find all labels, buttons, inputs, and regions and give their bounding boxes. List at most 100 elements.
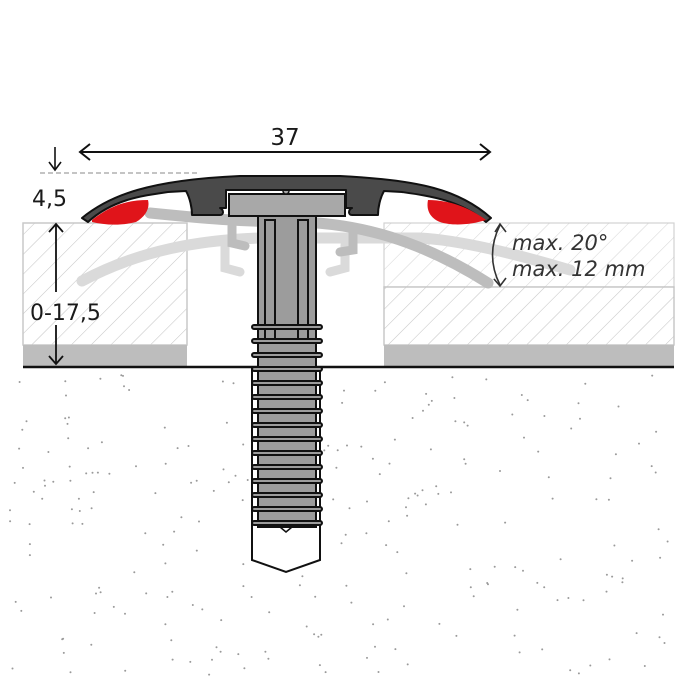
subfloor-dot [345, 584, 348, 587]
anchor-rib [251, 338, 323, 344]
subfloor-dot [327, 444, 330, 447]
subfloor-dot [456, 523, 459, 526]
subfloor-dot [332, 498, 335, 501]
subfloor-dot [90, 643, 93, 646]
subfloor-dot [344, 533, 347, 536]
subfloor-dot [301, 575, 304, 578]
subfloor-dot [386, 618, 389, 621]
subfloor-dot [225, 421, 228, 424]
subfloor-dot [171, 658, 174, 661]
subfloor-dot [52, 480, 55, 483]
subfloor-dot [195, 549, 198, 552]
subfloor-dot [469, 586, 472, 589]
subfloor-dot [208, 673, 211, 676]
subfloor-dot [393, 438, 396, 441]
subfloor-dot [650, 465, 653, 468]
subfloor-dot [556, 599, 559, 602]
subfloor-dot [631, 559, 634, 562]
subfloor-dot [123, 385, 125, 388]
subfloor-dot [394, 648, 397, 651]
subfloor-dot [242, 443, 245, 446]
subfloor-dot [246, 479, 249, 481]
subfloor-dot [659, 556, 662, 559]
subfloor-dot [374, 645, 376, 648]
subfloor-dot [237, 653, 240, 656]
subfloor-dot [99, 377, 102, 380]
subfloor-dot [523, 436, 525, 439]
subfloor-dot [191, 604, 194, 606]
subfloor-dot [514, 566, 517, 569]
subfloor-dot [595, 498, 598, 501]
subfloor-dot [621, 577, 624, 580]
subfloor-dot [90, 507, 93, 510]
subfloor-dot [377, 671, 380, 673]
subfloor-dot [67, 416, 70, 419]
subfloor-dot [70, 508, 73, 511]
subfloor-dot [112, 605, 115, 608]
left-underlay [23, 345, 187, 366]
subfloor-dot [124, 669, 127, 672]
subfloor-dot [472, 595, 475, 598]
subfloor-texture [9, 374, 669, 676]
subfloor-dot [613, 544, 616, 547]
subfloor-dot [371, 457, 374, 460]
subfloor-dot [499, 470, 501, 472]
subfloor-dot [268, 611, 271, 614]
subfloor-dot [145, 592, 148, 595]
subfloor-dot [485, 378, 488, 381]
subfloor-dot [9, 520, 12, 523]
subfloor-dot [96, 471, 99, 474]
subfloor-dot [511, 413, 514, 416]
subfloor-dot [551, 497, 554, 500]
subfloor-dot [437, 492, 440, 495]
subfloor-dot [520, 394, 523, 396]
subfloor-dot [617, 405, 620, 408]
subfloor-dot [414, 492, 417, 495]
subfloor-dot [463, 458, 466, 461]
subfloor-dot [154, 492, 157, 495]
subfloor-dot [579, 417, 581, 420]
subfloor-dot [621, 581, 624, 584]
subfloor-dot [547, 476, 550, 479]
subfloor-dot [28, 523, 31, 526]
subfloor-dot [335, 466, 338, 469]
subfloor-dot [455, 634, 458, 637]
subfloor-dot [173, 530, 176, 533]
subfloor-dot [162, 543, 165, 546]
subfloor-dot [21, 428, 24, 431]
subfloor-dot [486, 582, 489, 584]
subfloor-dot [317, 635, 320, 638]
subfloor-dot [166, 596, 169, 598]
subfloor-dot [504, 521, 507, 524]
subfloor-dot [220, 619, 223, 622]
subfloor-dot [522, 569, 524, 572]
subfloor-dot [25, 420, 28, 423]
subfloor-dot [18, 447, 21, 450]
subfloor-dot [41, 497, 44, 500]
subfloor-dot [13, 481, 16, 484]
subfloor-dot [543, 586, 546, 589]
subfloor-dot [144, 532, 147, 535]
anchor-rib [251, 366, 323, 372]
subfloor-dot [78, 510, 81, 512]
subfloor-dot [366, 656, 368, 659]
subfloor-dot [469, 568, 472, 571]
subfloor-dot [658, 636, 661, 639]
subfloor-dot [372, 623, 375, 626]
subfloor-dot [663, 642, 666, 644]
subfloor-dot [611, 575, 614, 578]
right-underlay [384, 345, 674, 366]
subfloor-dot [429, 448, 432, 451]
subfloor-dot [32, 490, 35, 493]
subfloor-dot [340, 542, 343, 545]
angle-dimension [491, 222, 507, 288]
subfloor-dot [518, 651, 521, 654]
subfloor-dot [463, 421, 466, 424]
subfloor-dot [543, 415, 546, 417]
subfloor-dot [92, 491, 95, 494]
anchor-rib [251, 492, 323, 498]
anchor-rib [251, 408, 323, 414]
subfloor-dot [516, 608, 519, 611]
subfloor-dot [559, 558, 562, 561]
